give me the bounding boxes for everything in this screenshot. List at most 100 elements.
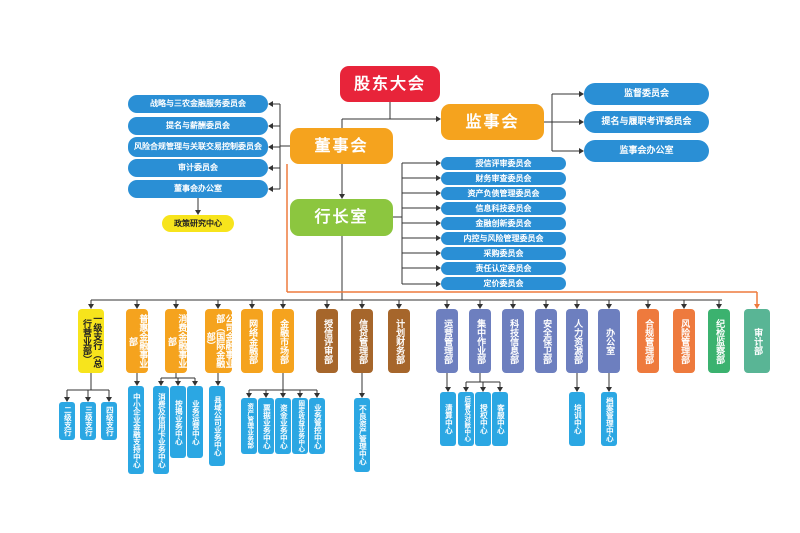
audit-reporting-arrow — [754, 304, 760, 309]
connector-arrow — [606, 304, 612, 309]
dept-centralized: 集中作业部 — [469, 309, 491, 373]
president-office-box: 行长室 — [290, 199, 393, 236]
sub-corporate-county: 县域公司业务中心 — [209, 386, 225, 466]
connector-arrow — [192, 381, 198, 386]
supervisory-office: 监事会办公室 — [584, 140, 709, 162]
connector-arrow — [480, 387, 486, 392]
sub-branch-3: 三级支行 — [80, 402, 96, 440]
dept-credit-review: 授信评审部 — [316, 309, 338, 373]
board-office: 董事会办公室 — [128, 180, 268, 198]
sub-consumer-card: 消费及信用卡业务中心 — [153, 386, 169, 474]
connector-arrow — [510, 304, 516, 309]
connector-arrow — [645, 304, 651, 309]
sub-central-auth: 授权中心 — [475, 392, 491, 446]
sub-markets-fund: 资金业务中心 — [275, 398, 291, 454]
president-committee-5: 内控与风险管理委员会 — [441, 232, 566, 245]
connector-arrow — [268, 186, 273, 192]
connector-arrow — [574, 387, 580, 392]
board-of-directors-box: 董事会 — [290, 128, 393, 164]
president-committee-4: 金融创新委员会 — [441, 217, 566, 230]
connector-arrow — [579, 148, 584, 154]
connector-arrow — [436, 250, 441, 256]
connector-arrow — [215, 304, 221, 309]
connector-arrow — [436, 235, 441, 241]
connector-arrow — [359, 393, 365, 398]
connector-arrow — [85, 397, 91, 402]
connector-arrow — [543, 304, 549, 309]
connector-arrow — [436, 205, 441, 211]
supervisory-committee-nomination: 提名与履职考评委员会 — [584, 111, 709, 133]
dept-operations: 运营管理部 — [436, 309, 458, 373]
president-committee-0: 授信评审委员会 — [441, 157, 566, 170]
dept-discipline: 纪检监察部 — [708, 309, 730, 373]
connector-arrow — [606, 387, 612, 392]
dept-corporate: 公司金融事业部（国际金融部） — [205, 309, 232, 373]
connector-arrow — [359, 304, 365, 309]
dept-compliance: 合规管理部 — [637, 309, 659, 373]
connector-arrow — [314, 393, 320, 398]
sub-markets-bill: 票据业务中心 — [258, 398, 274, 454]
president-committee-1: 财务审查委员会 — [441, 172, 566, 185]
dept-branch: 一级支行（总行营业部） — [78, 309, 104, 373]
sub-inclusive-sme: 中小企业金融支持中心 — [128, 386, 144, 474]
sub-markets-asset: 资产管理业务部 — [241, 398, 257, 454]
connector-arrow — [106, 397, 112, 402]
connector-arrow — [173, 304, 179, 309]
connector-arrow — [436, 265, 441, 271]
connector-arrow — [716, 304, 722, 309]
connector-arrow — [436, 116, 441, 122]
connector-arrow — [436, 281, 441, 287]
connector-arrow — [134, 304, 140, 309]
connector-arrow — [249, 304, 255, 309]
connector-arrow — [477, 304, 483, 309]
connector-arrow — [445, 387, 451, 392]
dept-security: 安全保卫部 — [535, 309, 557, 373]
supervisory-committee-oversight: 监督委员会 — [584, 83, 709, 105]
board-committee-strategy: 战略与三农金融服务委员会 — [128, 95, 268, 113]
connector-arrow — [280, 304, 286, 309]
sub-central-service: 客服中心 — [492, 392, 508, 446]
connector-arrow — [175, 381, 181, 386]
connector-arrow — [268, 165, 273, 171]
connector-arrow — [436, 175, 441, 181]
president-committee-7: 责任认定委员会 — [441, 262, 566, 275]
dept-audit: 审计部 — [744, 309, 770, 373]
dept-consumer: 消费金融事业部 — [165, 309, 187, 373]
dept-network: 网络金融部 — [241, 309, 263, 373]
connector-arrow — [579, 91, 584, 97]
connector-arrow — [339, 194, 345, 199]
sub-central-postaudit: 后督及对账中心 — [458, 392, 474, 446]
president-committee-3: 信息科技委员会 — [441, 202, 566, 215]
board-committee-audit: 审计委员会 — [128, 159, 268, 177]
connector-arrow — [574, 304, 580, 309]
sub-consumer-ops: 业务运营中心 — [187, 386, 203, 458]
connector-arrow — [158, 381, 164, 386]
connector-arrow — [497, 387, 503, 392]
connector-arrow — [396, 304, 402, 309]
dept-inclusive: 普惠金融事业部 — [126, 309, 148, 373]
dept-tech: 科技信息部 — [502, 309, 524, 373]
connector-arrow — [195, 210, 201, 215]
sub-branch-4: 四级支行 — [101, 402, 117, 440]
connector-arrow — [463, 387, 469, 392]
president-committee-6: 采购委员会 — [441, 247, 566, 260]
sub-hr-training: 培训中心 — [569, 392, 585, 446]
connector-arrow — [280, 393, 286, 398]
sub-markets-control: 业务管控中心 — [309, 398, 325, 454]
president-committee-2: 资产负债管理委员会 — [441, 187, 566, 200]
connector-arrow — [297, 393, 303, 398]
sub-markets-fixed: 固定收益业务中心 — [292, 398, 308, 454]
connector-arrow — [268, 144, 273, 150]
connector-arrow — [215, 381, 221, 386]
sub-consumer-mortgage: 按揭业务中心 — [170, 386, 186, 458]
connector-arrow — [444, 304, 450, 309]
dept-risk: 风险管理部 — [673, 309, 695, 373]
connector-arrow — [88, 304, 94, 309]
board-committee-nomination: 提名与薪酬委员会 — [128, 117, 268, 135]
sub-branch-2: 二级支行 — [59, 402, 75, 440]
sub-office-archive: 档案管理中心 — [601, 392, 617, 446]
connector-arrow — [134, 381, 140, 386]
connector-arrow — [64, 397, 70, 402]
connector-arrow — [246, 393, 252, 398]
